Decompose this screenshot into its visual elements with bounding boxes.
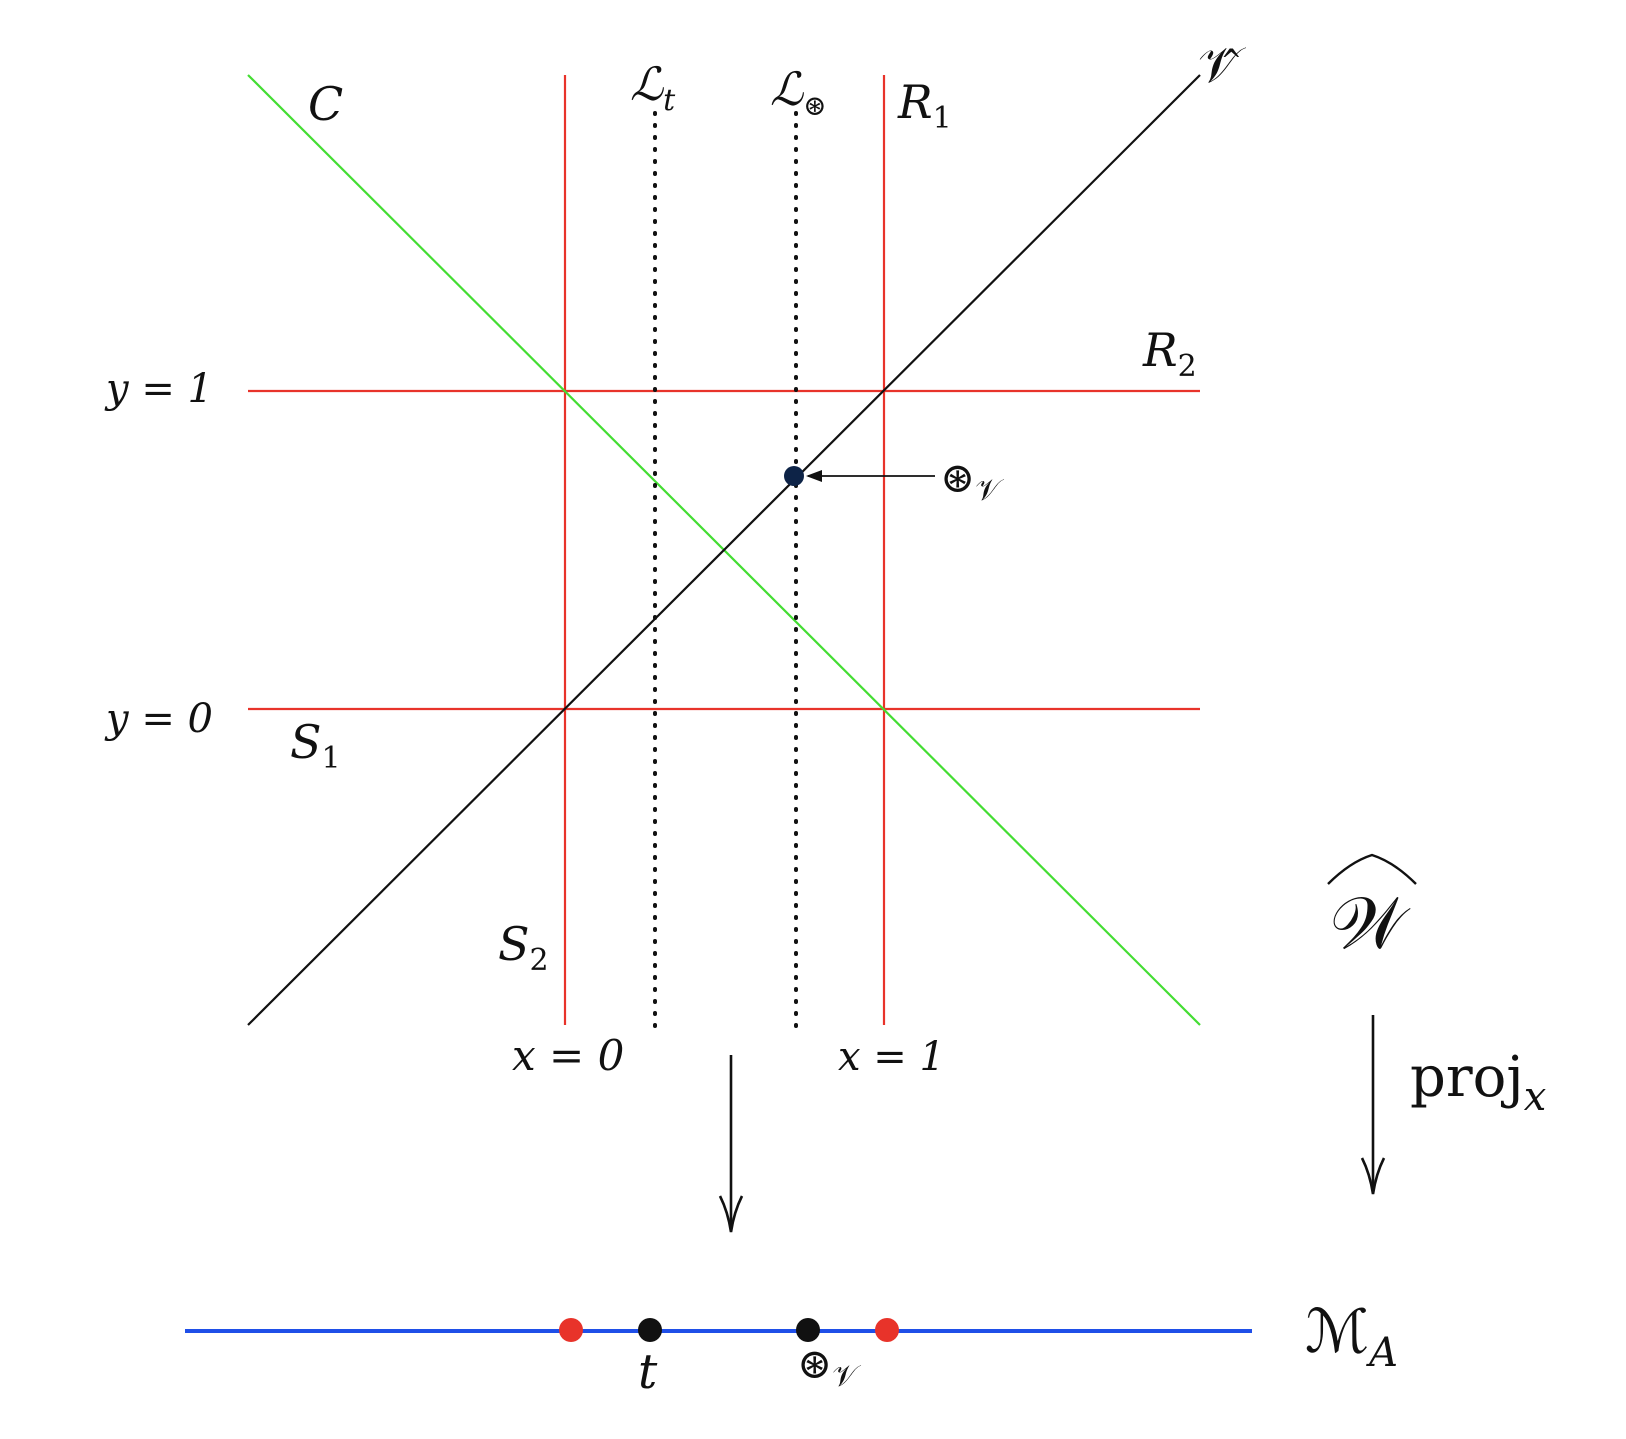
black-diagonal-v-hat <box>247 74 1201 1026</box>
label-l-star: ℒ⊛ <box>770 62 827 122</box>
point-t <box>638 1318 662 1342</box>
down-arrow-icon <box>1360 1015 1386 1195</box>
label-y0: y = 0 <box>104 696 213 742</box>
label-x1: x = 1 <box>838 1034 945 1080</box>
label-s2: S2 <box>498 917 549 978</box>
red-point-left <box>559 1318 583 1342</box>
point-star-v <box>784 466 804 486</box>
label-w-hat: 𝒲 <box>1327 853 1417 965</box>
label-m-a: ℳA <box>1305 1297 1398 1376</box>
down-arrow-icon <box>718 1055 744 1233</box>
label-l-t: ℒt <box>630 57 676 118</box>
label-c: C <box>308 77 343 131</box>
svg-text:𝒲: 𝒲 <box>1330 881 1411 965</box>
label-star-v: ⊛𝒱 <box>940 453 1004 508</box>
label-star-v-bottom: ⊛𝒱 <box>797 1339 861 1394</box>
label-s1: S1 <box>290 715 341 776</box>
red-point-right <box>875 1318 899 1342</box>
label-x0: x = 0 <box>512 1031 624 1080</box>
label-v-hat: 𝒱̂ <box>1198 36 1247 94</box>
point-star-v-projected <box>796 1318 820 1342</box>
label-r2: R2 <box>1142 323 1197 384</box>
label-proj-x: projx <box>1410 1045 1546 1120</box>
left-arrow-icon <box>806 470 935 482</box>
label-r1: R1 <box>897 75 952 136</box>
label-t: t <box>638 1344 658 1400</box>
label-y1: y = 1 <box>104 366 213 412</box>
